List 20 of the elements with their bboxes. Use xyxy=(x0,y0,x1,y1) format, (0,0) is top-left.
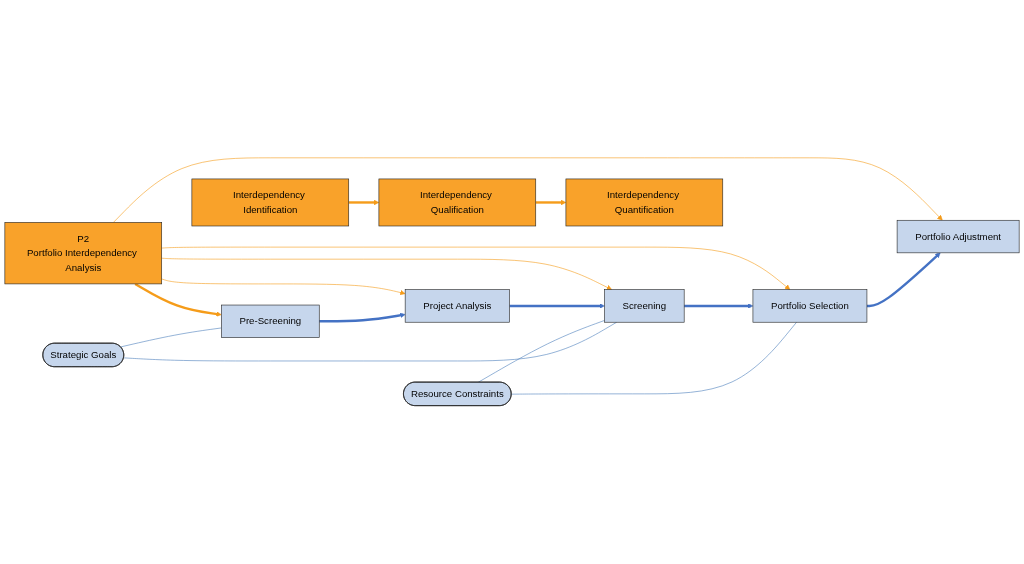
connector xyxy=(511,322,797,395)
arrow xyxy=(134,283,222,317)
arrow xyxy=(509,303,605,309)
arrow xyxy=(684,303,754,309)
node-box: Portfolio Selection xyxy=(752,289,868,323)
node-box: Portfolio Adjustment xyxy=(896,220,1020,254)
node-box: Screening xyxy=(604,289,685,323)
arrow xyxy=(348,200,380,206)
node-box: Interdependency Quantification xyxy=(565,178,724,227)
node-box: P2 Portfolio Interdependency Analysis xyxy=(4,222,162,285)
node-box: Interdependency Qualification xyxy=(378,178,537,227)
connector xyxy=(120,327,222,348)
arrow xyxy=(866,252,941,308)
node-box: Project Analysis xyxy=(404,289,510,323)
node-box: Interdependency Identification xyxy=(191,178,350,227)
node-box: Pre-Screening xyxy=(221,305,320,339)
arrow xyxy=(319,312,406,323)
connector xyxy=(123,322,617,362)
arrow xyxy=(535,200,567,206)
connector xyxy=(477,320,605,383)
